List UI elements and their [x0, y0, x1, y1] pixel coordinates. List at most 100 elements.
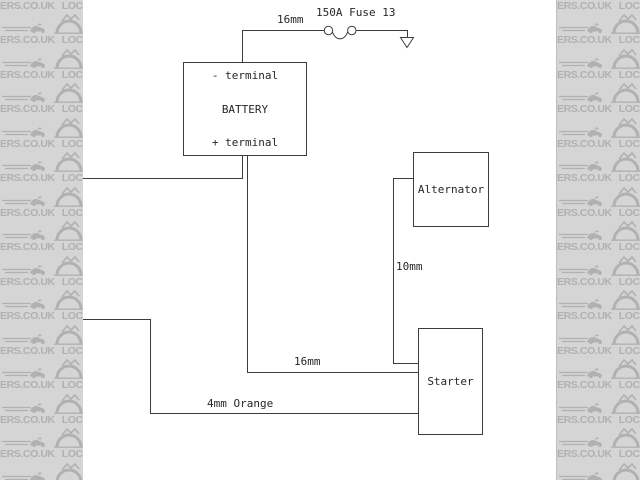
watermark-icons [1, 393, 83, 414]
watermark-row: ERS.CO.UKLOCOST [557, 151, 640, 186]
speeding-car-icon [559, 333, 602, 344]
watermark-fragment-right: LOCOST [61, 379, 83, 391]
watermark-row: ERS.CO.UKLOCOST [557, 392, 640, 427]
watermark-fragment-right: LOCOST [61, 68, 83, 81]
watermark-fragment-right: LOCOST [618, 448, 640, 460]
watermark-text: ERS.CO.UK LOCOST [0, 69, 83, 82]
watermark-fragment-left: ERS.CO.UK [557, 34, 612, 46]
watermark-row: ERS.CO.UKLOCOST [0, 82, 83, 117]
speeding-car-icon [559, 299, 602, 310]
watermark-text: ERS.CO.UKLOCOST [557, 276, 640, 289]
arch-car-icon [611, 13, 640, 34]
watermark-fragment-left: ERS.CO.UK [0, 448, 55, 460]
watermark-row: ERS.CO.UKLOCOST [557, 185, 640, 220]
watermark-text: ERS.CO.UKLOCOST [557, 310, 640, 323]
watermark-row: ERS.CO.UK LOCOST [557, 358, 640, 393]
watermark-icons [1, 151, 83, 172]
watermark-row: ERS.CO.UKLOCOST [557, 220, 640, 255]
speeding-car-icon [559, 57, 602, 68]
arch-car-icon [54, 48, 83, 69]
watermark-fragment-right: LOCOST [618, 379, 640, 391]
watermark-fragment-left: ERS.CO.UK [557, 310, 612, 322]
watermark-fragment-right: LOCOST [618, 241, 640, 253]
watermark-text: ERS.CO.UKLOCOST [557, 103, 640, 116]
watermark-text: ERS.CO.UKLOCOST [557, 448, 640, 461]
speeding-car-icon [559, 264, 602, 275]
speeding-car-icon [2, 23, 45, 34]
watermark-row: ERS.CO.UKLOCOST [557, 461, 640, 480]
starter-box: Starter [418, 328, 483, 435]
watermark-icons [1, 186, 83, 207]
watermark-fragment-right: LOCOST [618, 275, 640, 288]
wire-gauge-label-10mm: 10mm [396, 260, 423, 273]
watermark-fragment-left: ERS.CO.UK [557, 206, 612, 219]
arch-car-icon [54, 324, 83, 345]
watermark-icons [558, 393, 640, 414]
arch-car-icon [611, 289, 640, 310]
alternator-box: Alternator [413, 152, 489, 227]
watermark-row: ERS.CO.UKLOCOST [557, 254, 640, 289]
watermark-fragment-left: ERS.CO.UK [557, 68, 612, 81]
arch-car-icon [54, 393, 83, 414]
watermark-icons [558, 358, 640, 379]
watermark-text: ERS.CO.UKLOCOST [557, 241, 640, 254]
alternator-title: Alternator [417, 183, 485, 196]
watermark-text: ERS.CO.UKLOCOST [557, 0, 640, 13]
watermark-row: ERS.CO.UKLOCOST [0, 0, 83, 13]
watermark-fragment-right: LOCOST [618, 413, 640, 426]
watermark-fragment-right: LOCOST [618, 0, 640, 12]
arch-car-icon [611, 186, 640, 207]
arch-car-icon [611, 324, 640, 345]
watermark-row: ERS.CO.UKLOCOST [0, 13, 83, 48]
arch-car-icon [54, 13, 83, 34]
arch-car-icon [54, 117, 83, 138]
watermark-fragment-right: LOCOST [61, 448, 83, 460]
watermark-icons [1, 48, 83, 69]
speeding-car-icon [2, 402, 45, 413]
watermark-icons [1, 13, 83, 34]
battery-negative-terminal-label: - terminal [211, 69, 279, 82]
diagram-canvas [83, 0, 556, 480]
watermark-icons [558, 48, 640, 69]
speeding-car-icon [2, 230, 45, 241]
watermark-fragment-right: LOCOST [618, 137, 640, 150]
watermark-fragment-left: ERS.CO.UK [0, 103, 55, 115]
watermark-fragment-left: ERS.CO.UK [0, 34, 55, 46]
watermark-text: ERS.CO.UKLOCOST [557, 345, 640, 358]
watermark-icons [558, 151, 640, 172]
watermark-icons [558, 289, 640, 310]
watermark-fragment-left: ERS.CO.UK [557, 379, 612, 391]
watermark-icons [558, 13, 640, 34]
speeding-car-icon [2, 126, 45, 137]
watermark-fragment-left: ERS.CO.UK [0, 413, 55, 426]
watermark-icons [1, 324, 83, 345]
watermark-fragment-right: LOCOST [618, 103, 640, 115]
watermark-fragment-right: LOCOST [618, 172, 640, 184]
watermark-icons [558, 117, 640, 138]
watermark-row: ERS.CO.UKLOCOST [0, 185, 83, 220]
watermark-text: ERS.CO.UKLOCOST [0, 172, 83, 185]
watermark-text: ERS.CO.UKLOCOST [0, 103, 83, 116]
watermark-icons [558, 255, 640, 276]
speeding-car-icon [559, 368, 602, 379]
watermark-icons [1, 462, 83, 480]
speeding-car-icon [2, 333, 45, 344]
arch-car-icon [54, 255, 83, 276]
watermark-fragment-right: LOCOST [618, 68, 640, 81]
arch-car-icon [54, 82, 83, 103]
speeding-car-icon [2, 195, 45, 206]
watermark-fragment-right: LOCOST [61, 275, 83, 288]
speeding-car-icon [559, 126, 602, 137]
starter-title: Starter [427, 375, 474, 388]
watermark-icons [1, 427, 83, 448]
watermark-text: ERS.CO.UKLOCOST [0, 310, 83, 323]
arch-car-icon [54, 151, 83, 172]
arch-car-icon [54, 427, 83, 448]
watermark-icons [1, 117, 83, 138]
watermark-fragment-left: ERS.CO.UK [0, 68, 55, 81]
speeding-car-icon [559, 402, 602, 413]
watermark-row: ERS.CO.UKLOCOST [0, 461, 83, 480]
arch-car-icon [611, 117, 640, 138]
watermark-fragment-left: ERS.CO.UK [557, 137, 612, 150]
watermark-row: ERS.CO.UKLOCOST [557, 289, 640, 324]
